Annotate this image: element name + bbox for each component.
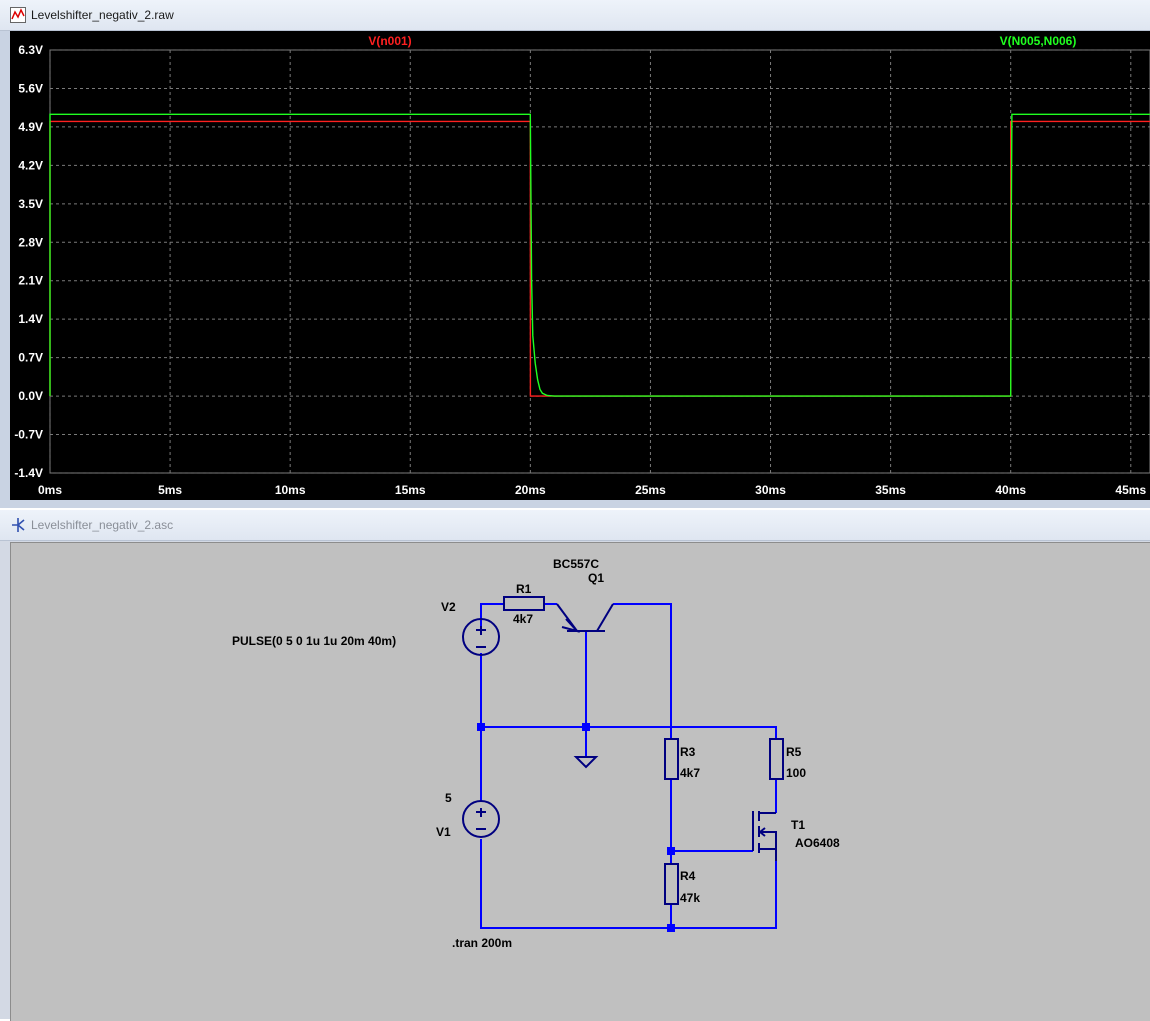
x-tick-label: 20ms [515,483,546,497]
x-tick-label: 45ms [1115,483,1146,497]
x-tick-label: 35ms [875,483,906,497]
ground-symbol [573,756,599,769]
x-tick-label: 25ms [635,483,666,497]
y-tick-label: 6.3V [18,43,43,57]
junction-dots [477,723,675,932]
y-tick-label: 3.5V [18,197,43,211]
r4-value: 47k [680,891,700,905]
r5-label: R5 [786,745,802,759]
schematic-canvas[interactable]: R1 4k7 V2 PULSE(0 5 0 1u 1u 20m 40m) BC5… [10,542,1150,1021]
t1-label: T1 [791,818,805,832]
schematic-window: Levelshifter_negativ_2.asc [0,510,1150,1021]
waveform-plot[interactable]: 6.3V 5.6V 4.9V 4.2V 3.5V 2.8V 2.1V 1.4V 0.7V 0.0V… [10,31,1150,500]
trace-label-v-n005-n006[interactable]: V(N005,N006) [1000,34,1077,48]
q1-label: Q1 [588,571,604,585]
resistor-r5[interactable] [769,738,784,780]
schematic-icon [12,518,25,532]
x-tick-label: 40ms [995,483,1026,497]
r1-value: 4k7 [513,612,533,626]
y-tick-label: 4.2V [18,158,43,172]
trace-v-n001 [49,120,1150,397]
transistor-q1[interactable] [556,603,614,633]
y-tick-label: 2.1V [18,274,43,288]
waveform-title-bar[interactable]: Levelshifter_negativ_2.raw [0,0,1150,31]
v2-value: PULSE(0 5 0 1u 1u 20m 40m) [232,634,396,648]
waveform-window: Levelshifter_negativ_2.raw 6.3V 5.6V 4.9V 4… [0,0,1150,508]
r5-value: 100 [786,766,806,780]
t1-model: AO6408 [795,836,840,850]
y-tick-label: -0.7V [14,428,43,442]
r3-label: R3 [680,745,696,759]
y-tick-label: 4.9V [18,120,43,134]
waveform-chart[interactable]: 6.3V 5.6V 4.9V 4.2V 3.5V 2.8V 2.1V 1.4V 0.7V 0.0V… [10,31,1150,500]
trace-label-v-n001[interactable]: V(n001) [368,34,411,48]
mosfet-t1[interactable] [752,811,777,861]
y-tick-label: 5.6V [18,81,43,95]
waveform-window-title: Levelshifter_negativ_2.raw [31,8,174,22]
components [462,596,784,905]
r1-label: R1 [516,582,532,596]
resistor-r1[interactable] [503,596,545,611]
v1-label: V1 [436,825,451,839]
q1-model: BC557C [553,557,599,571]
y-tick-label: 2.8V [18,235,43,249]
x-tick-label: 0ms [38,483,62,497]
schematic-window-title: Levelshifter_negativ_2.asc [31,518,174,532]
schematic-drawing[interactable]: R1 4k7 V2 PULSE(0 5 0 1u 1u 20m 40m) BC5… [11,543,1150,1021]
wires [480,603,777,929]
x-tick-label: 30ms [755,483,786,497]
resistor-r3[interactable] [664,738,679,780]
trace-v-n005-n006 [49,113,1150,397]
x-tick-label: 10ms [275,483,306,497]
y-tick-label: -1.4V [14,466,43,480]
voltage-source-v2[interactable] [462,618,500,656]
v1-value: 5 [445,791,452,805]
y-tick-label: 1.4V [18,312,43,326]
resistor-r4[interactable] [664,863,679,905]
r4-label: R4 [680,869,696,883]
waveform-icon [10,7,26,23]
x-tick-label: 5ms [158,483,182,497]
schematic-title-bar[interactable]: Levelshifter_negativ_2.asc [0,510,1150,541]
r3-value: 4k7 [680,766,700,780]
plot-frame [49,49,1150,474]
y-tick-label: 0.0V [18,389,43,403]
v2-label: V2 [441,600,456,614]
x-tick-label: 15ms [395,483,426,497]
y-tick-label: 0.7V [18,351,43,365]
voltage-source-v1[interactable] [462,800,500,838]
tran-directive[interactable]: .tran 200m [452,936,512,950]
